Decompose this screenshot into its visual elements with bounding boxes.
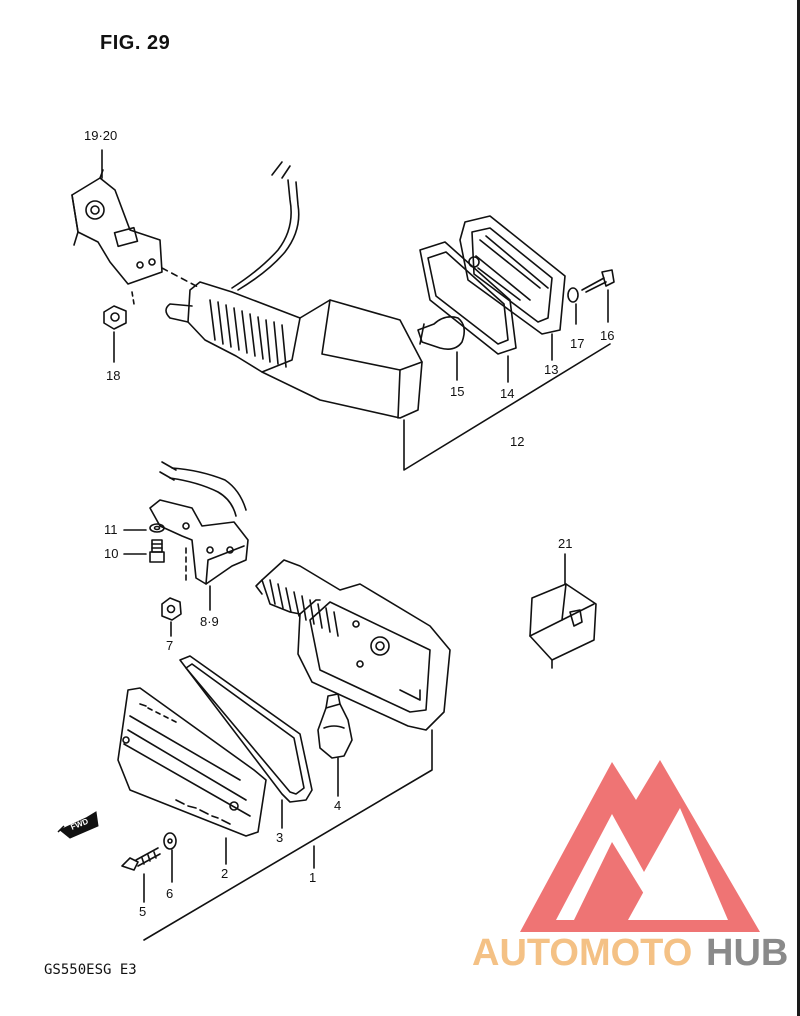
callout-16: 16 [600,328,614,343]
callout-7: 7 [166,638,173,653]
page-edge [797,0,800,1016]
gasket-3 [179,655,313,803]
callout-4: 4 [334,798,341,813]
callout-13: 13 [544,362,558,377]
watermark-text-a: AUTOMOTO [472,932,692,974]
washer-17 [567,287,579,303]
callout-10: 10 [104,546,118,561]
washer-6 [163,832,177,850]
turn-signal-body-lower [255,559,451,731]
mounting-bracket-lower [149,499,249,585]
screw-16 [581,269,615,293]
lens-13 [459,215,566,335]
model-code: GS550ESG E3 [44,962,137,978]
bulb-15 [417,316,466,350]
callout-12: 12 [510,434,524,449]
callout-14: 14 [500,386,514,401]
callout-3: 3 [276,830,283,845]
callout-17: 17 [570,336,584,351]
bulb-4 [317,693,353,759]
callout-15: 15 [450,384,464,399]
turn-signal-body-upper [165,161,423,419]
washer-11 [149,523,165,533]
callout-21: 21 [558,536,572,551]
callout-5: 5 [139,904,146,919]
callout-2: 2 [221,866,228,881]
callout-18: 18 [106,368,120,383]
watermark-text-b: HUB [706,932,788,974]
figure-title: FIG. 29 [100,32,171,54]
automotohub-logo [520,760,760,932]
mounting-bracket-upper [71,169,163,285]
bolt-10 [149,539,165,563]
callout-11: 11 [104,522,118,537]
nut-18 [103,305,127,330]
flasher-relay-21 [529,583,597,669]
forward-direction-arrow [57,811,99,839]
screw-5 [121,847,161,871]
lens-2 [117,687,267,837]
callout-8-9: 8·9 [200,614,219,629]
callout-1: 1 [309,870,316,885]
nut-7 [161,597,182,621]
callout-19-20: 19·20 [84,128,117,143]
callout-6: 6 [166,886,173,901]
gasket-14 [419,241,517,355]
